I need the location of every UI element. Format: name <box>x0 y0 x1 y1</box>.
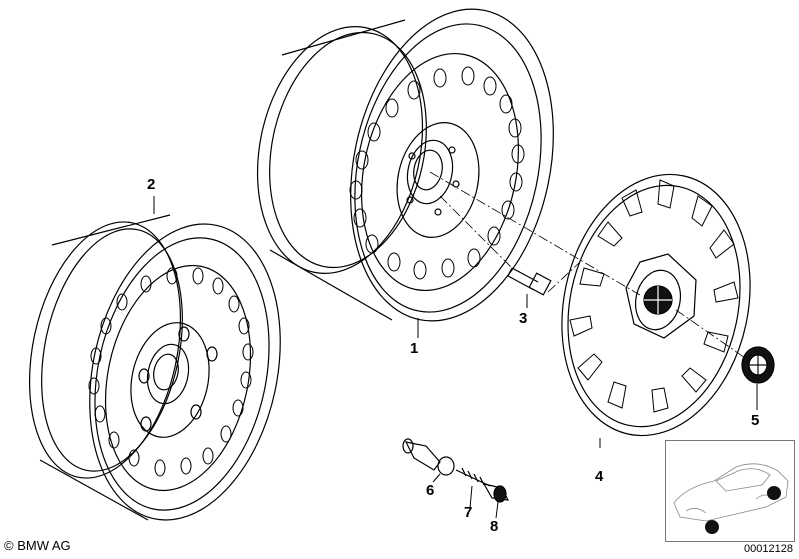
hub-cap <box>561 173 751 437</box>
vehicle-locator-inset <box>665 440 795 542</box>
callout-4: 4 <box>595 468 604 485</box>
copyright-text: © BMW AG <box>4 538 71 553</box>
center-line-cap-emblem <box>675 309 749 361</box>
callout-6: 6 <box>426 482 435 499</box>
tire-valve <box>402 438 455 476</box>
valve-cap <box>482 483 510 503</box>
wheel-bolt <box>507 267 552 296</box>
callout-8: 8 <box>490 518 499 535</box>
callout-2: 2 <box>147 176 156 193</box>
steel-wheel-upper <box>256 8 554 322</box>
leader-8 <box>495 501 499 519</box>
callout-5: 5 <box>751 412 760 429</box>
leader-6 <box>432 473 441 483</box>
valve-core <box>455 467 491 487</box>
steel-wheel-lower <box>28 214 281 521</box>
bmw-emblem <box>741 346 775 384</box>
callout-3: 3 <box>519 310 528 327</box>
center-line-wheel-cap <box>429 171 641 296</box>
callout-1: 1 <box>410 340 419 357</box>
image-number: 00012128 <box>744 543 793 555</box>
callout-7: 7 <box>464 504 473 521</box>
car-outline-icon <box>673 463 789 534</box>
center-line-bolt <box>439 195 513 269</box>
center-line-bolt-2 <box>547 261 581 293</box>
leader-7 <box>469 485 473 509</box>
